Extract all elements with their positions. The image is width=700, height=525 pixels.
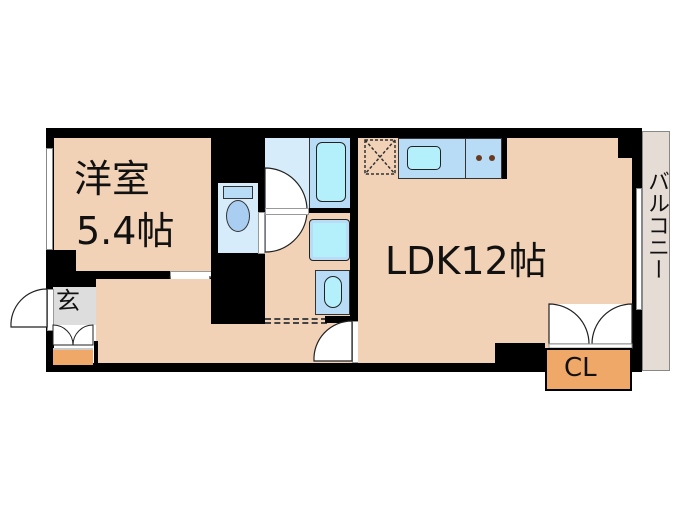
stove-burner-icon-1 bbox=[476, 155, 482, 161]
closet bbox=[545, 348, 632, 391]
stove-burner-icon-2 bbox=[489, 155, 495, 161]
window-left bbox=[46, 148, 53, 250]
western-room-size: 5.4帖 bbox=[76, 209, 175, 253]
bathtub-basin-icon bbox=[316, 142, 346, 202]
wall-wash-ldk bbox=[350, 128, 358, 321]
washroom-threshold bbox=[265, 318, 327, 324]
western-room bbox=[54, 138, 211, 271]
closet-label: CL bbox=[564, 353, 597, 383]
balcony bbox=[642, 131, 670, 371]
toilet-tank-icon bbox=[223, 186, 253, 199]
shoe-cabinet-door-swing bbox=[52, 324, 94, 346]
kitchen-wall-end bbox=[502, 138, 507, 179]
shoe-cabinet bbox=[53, 348, 93, 365]
toilet-bowl-icon bbox=[226, 200, 250, 232]
door-swing-entrance bbox=[10, 288, 48, 328]
entrance-wall-right bbox=[94, 341, 98, 363]
outer-wall-top bbox=[46, 128, 642, 138]
closet-wall bbox=[495, 343, 545, 363]
balcony-label: バルコニー bbox=[644, 170, 669, 280]
fridge-space bbox=[363, 138, 397, 176]
wall-western-bottom bbox=[54, 271, 211, 279]
door-swing-bathroom bbox=[264, 167, 308, 253]
washbasin-bowl-icon bbox=[324, 276, 342, 308]
door-swing-ldk bbox=[313, 320, 353, 362]
outer-wall-bottom bbox=[46, 363, 638, 372]
ldk-corner-pillar bbox=[618, 138, 632, 158]
entrance bbox=[53, 287, 96, 325]
western-room-corner-pillar bbox=[54, 250, 76, 271]
window-balcony bbox=[636, 188, 642, 310]
closet-door-swing bbox=[548, 303, 633, 349]
counter-divider bbox=[465, 138, 466, 179]
door-bathroom[interactable] bbox=[265, 208, 309, 215]
outer-wall-left bbox=[46, 128, 54, 372]
hallway-wall-block bbox=[211, 279, 265, 324]
washing-machine-pan bbox=[309, 219, 350, 261]
western-room-name: 洋室 bbox=[74, 157, 151, 201]
washroom-wall-stub bbox=[325, 316, 350, 323]
entrance-wall-left bbox=[46, 279, 96, 287]
kitchen-sink-icon bbox=[407, 146, 441, 170]
door-toilet[interactable] bbox=[258, 212, 265, 254]
ldk-label: LDK12帖 bbox=[385, 239, 547, 283]
entrance-label: 玄 bbox=[56, 287, 80, 315]
